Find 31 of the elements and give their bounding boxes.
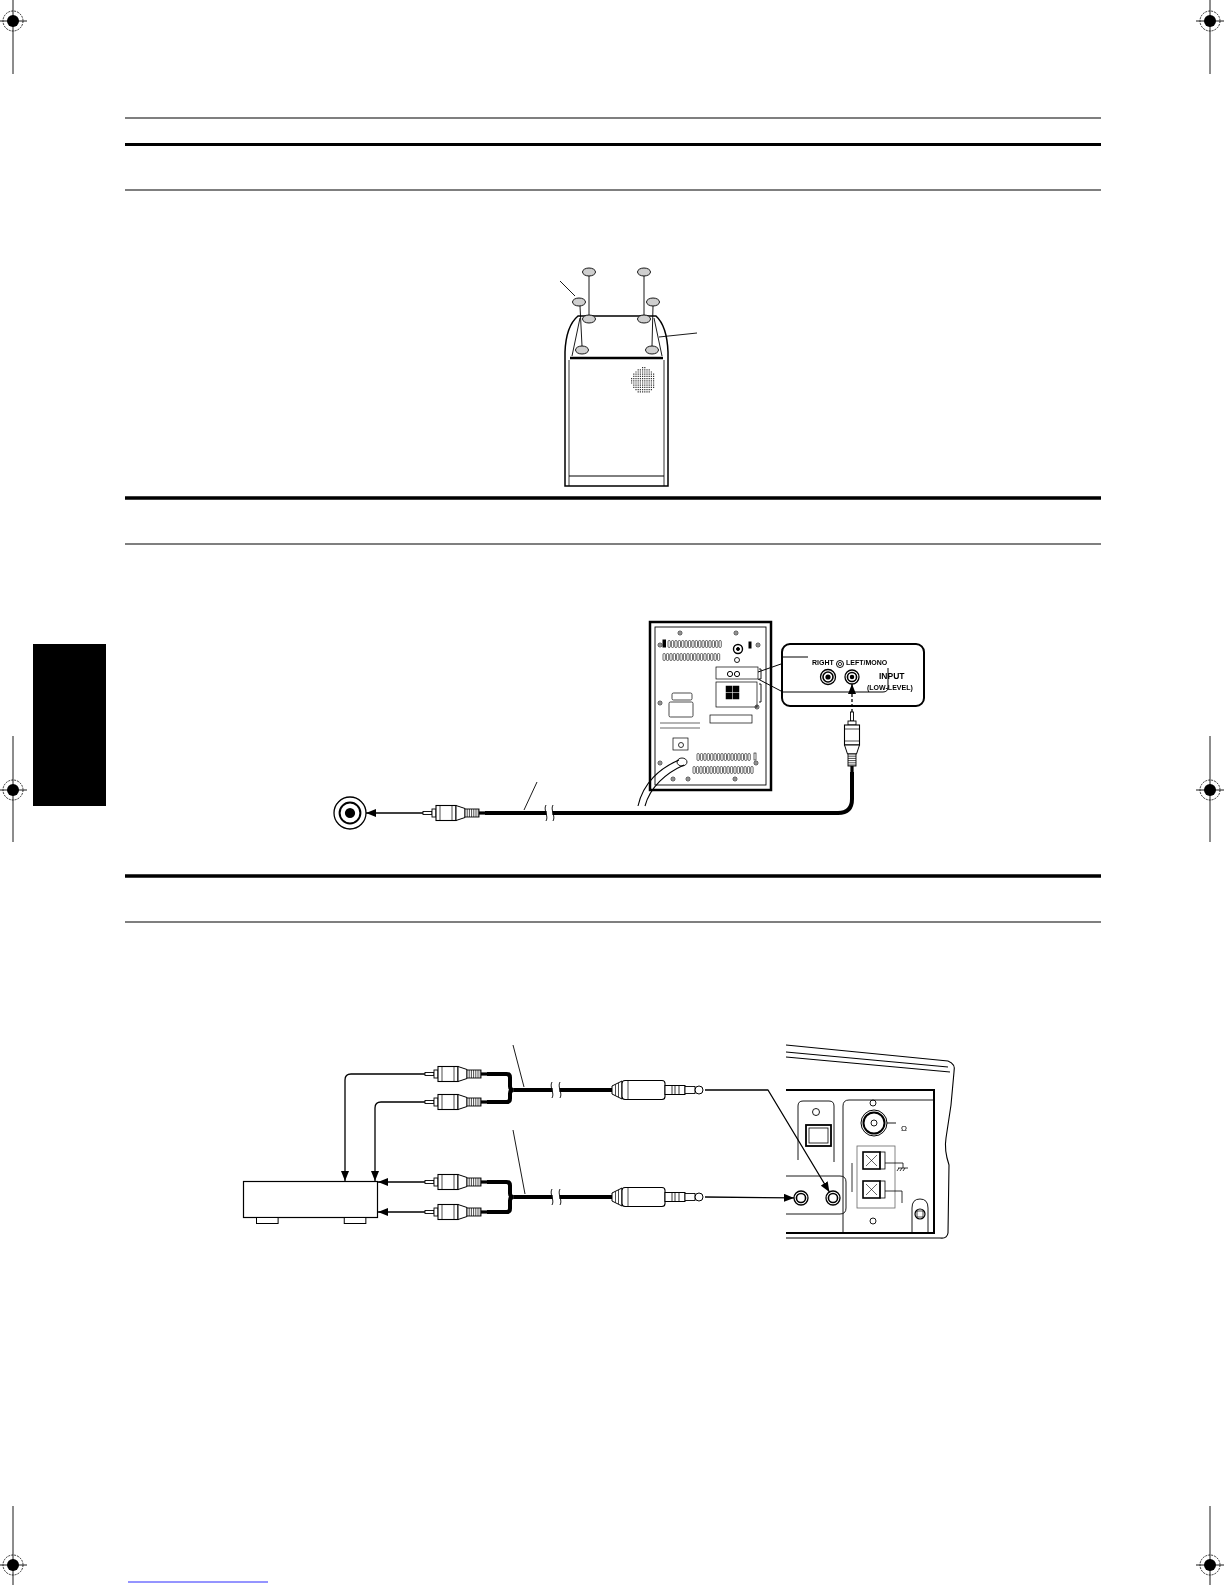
arrow — [341, 1073, 426, 1182]
rca-plug — [425, 1174, 487, 1190]
rca-jack — [333, 796, 367, 830]
arrow — [377, 1208, 426, 1216]
jack-socket — [793, 1190, 809, 1206]
rca-plug — [425, 1066, 487, 1082]
arrow — [848, 683, 856, 713]
jack-socket — [825, 1190, 841, 1206]
rca-plug — [425, 1094, 487, 1110]
mini-plug — [612, 1187, 705, 1207]
device-box — [243, 1181, 378, 1224]
input-label: INPUT — [879, 672, 905, 681]
arrow — [704, 1089, 831, 1193]
cable — [513, 1195, 612, 1199]
rca-plug — [425, 1204, 487, 1220]
cable — [487, 1072, 515, 1092]
rca-plug — [423, 805, 485, 821]
arrow — [371, 1101, 426, 1182]
cable — [487, 1195, 515, 1214]
arrow — [377, 1178, 426, 1186]
rca-jack — [844, 669, 860, 685]
mini-plug — [612, 1080, 705, 1100]
cable — [487, 1088, 515, 1104]
arrow — [704, 1193, 795, 1202]
rca-plug — [843, 712, 861, 772]
cable — [487, 1180, 515, 1199]
arrow — [365, 809, 424, 817]
cable — [513, 1088, 612, 1092]
cable — [485, 772, 854, 815]
input-callout-panel — [781, 643, 925, 707]
unit-label: Ω — [901, 1125, 907, 1133]
